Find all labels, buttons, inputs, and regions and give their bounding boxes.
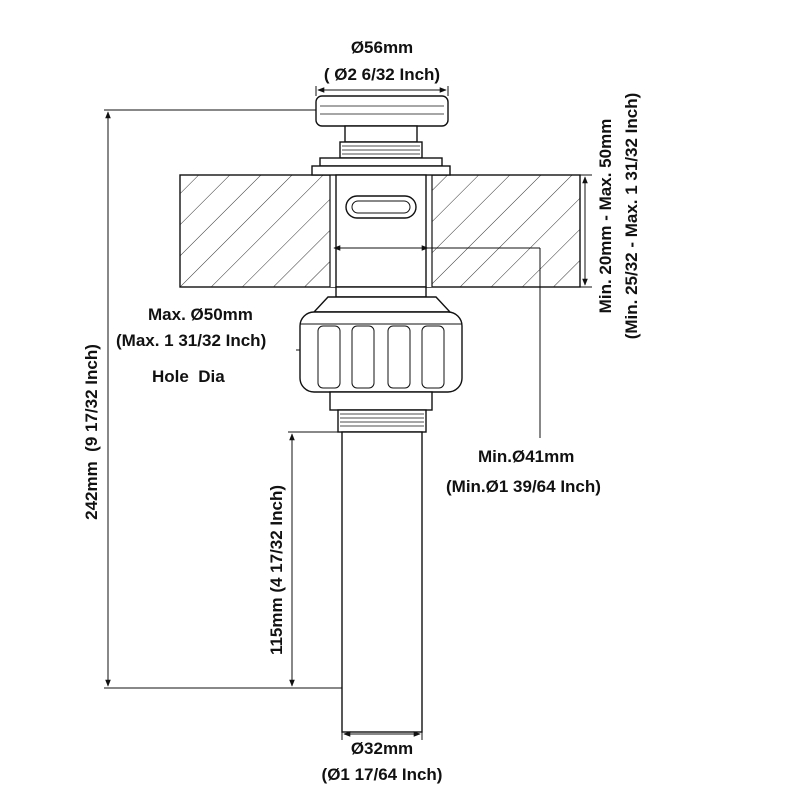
max-hole-mm: Max. Ø50mm [148, 305, 253, 324]
dimension-lines [104, 86, 592, 740]
tail-pipe [341, 431, 423, 733]
total-height-label: 242mm (9 17/32 Inch) [82, 344, 101, 520]
min-hole-inch: (Min.Ø1 39/64 Inch) [446, 477, 601, 496]
nut-taper [312, 296, 452, 313]
counter-thickness-inch: (Min. 25/32 - Max. 1 31/32 Inch) [622, 93, 641, 340]
drain-body [299, 95, 463, 733]
body-upper [335, 174, 427, 288]
nut-neck [329, 391, 433, 411]
counter-thickness-mm: Min. 20mm - Max. 50mm [596, 119, 615, 314]
tail-diameter-mm: Ø32mm [351, 739, 413, 758]
body-lower [335, 286, 427, 298]
flange-base [311, 165, 451, 176]
cap-stem [344, 125, 418, 143]
min-hole-mm: Min.Ø41mm [478, 447, 574, 466]
top-diameter-mm: Ø56mm [351, 38, 413, 57]
pop-up-cap [315, 95, 449, 127]
top-diameter-inch: ( Ø2 6/32 Inch) [324, 65, 440, 84]
hole-dia-caption: Hole Dia [152, 367, 225, 386]
flange-top [319, 157, 443, 167]
max-hole-inch: (Max. 1 31/32 Inch) [116, 331, 266, 350]
tail-length-label: 115mm (4 17/32 Inch) [267, 485, 286, 655]
tail-diameter-inch: (Ø1 17/64 Inch) [322, 765, 443, 784]
lower-thread [337, 409, 427, 433]
